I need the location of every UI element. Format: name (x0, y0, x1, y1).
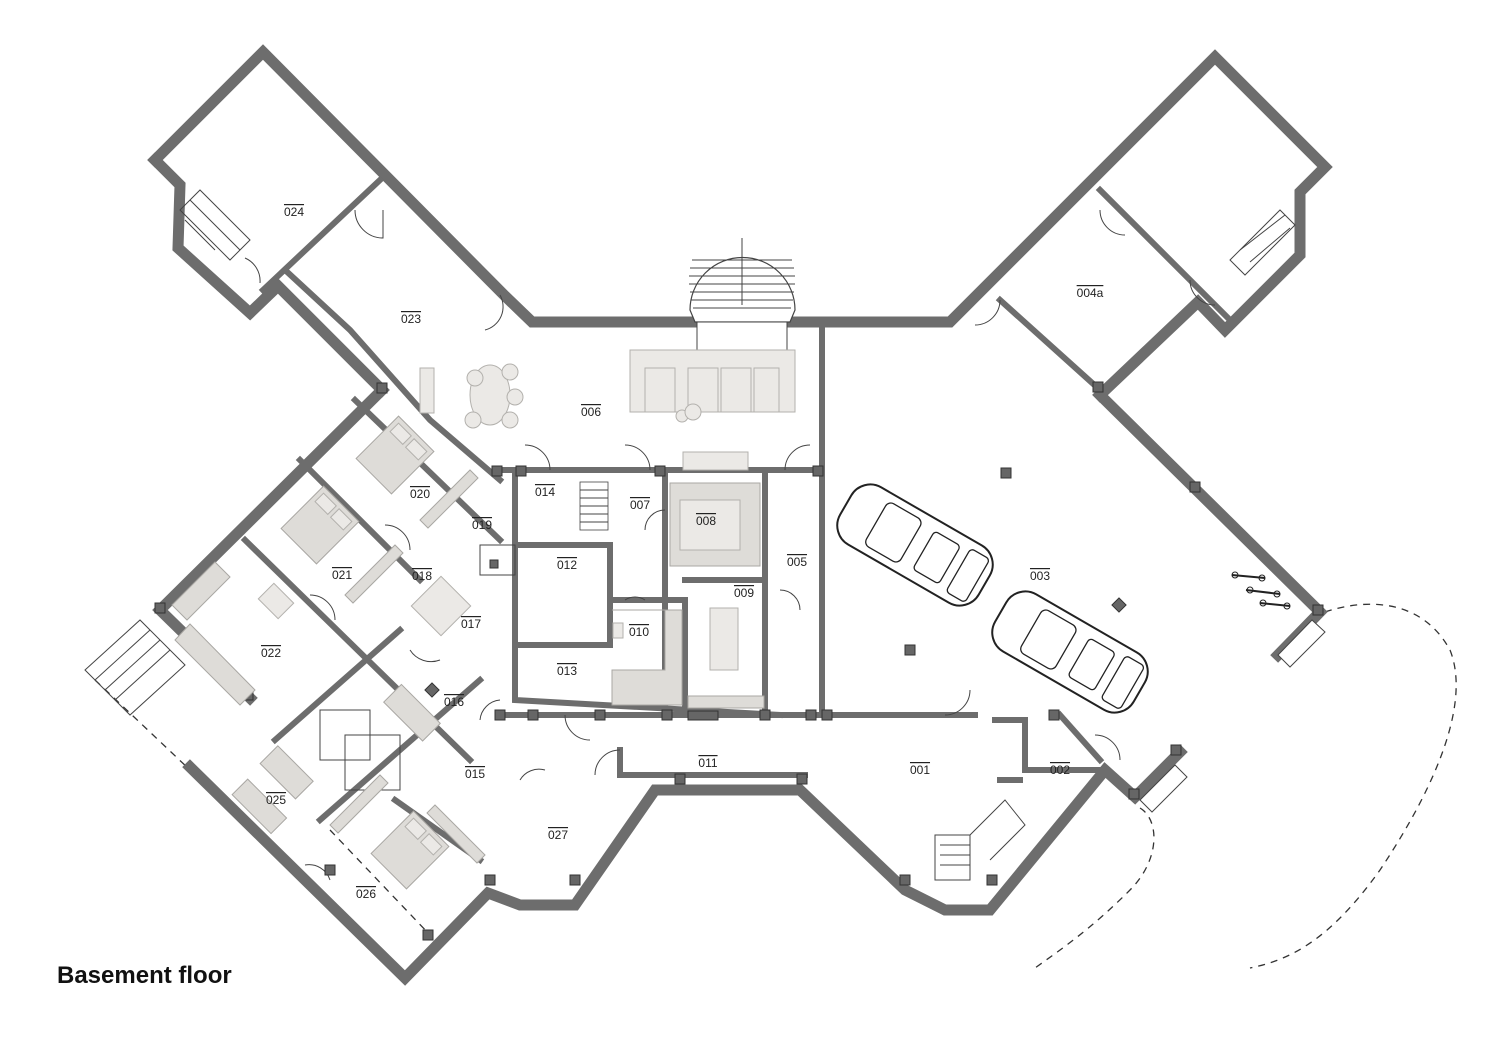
furniture (171, 349, 796, 890)
room-label-014: 014 (535, 485, 555, 499)
room-label-018: 018 (412, 569, 432, 583)
room-label-025: 025 (266, 793, 286, 807)
room-label-019: 019 (472, 518, 492, 532)
room-label-027: 027 (548, 828, 568, 842)
outdoor-paths (94, 603, 1457, 969)
room-label-004a: 004a (1077, 286, 1104, 300)
room-label-003: 003 (1030, 569, 1050, 583)
room-label-024: 024 (284, 205, 304, 219)
room-label-020: 020 (410, 487, 430, 501)
room-label-026: 026 (356, 887, 376, 901)
cars (836, 483, 1149, 714)
entrance-stair (689, 238, 796, 351)
room-label-022: 022 (261, 646, 281, 660)
room-labels: 001 002 003 004a 005 006 007 008 009 010 011 012 013… (261, 205, 1104, 901)
plan-caption: Basement floor (57, 962, 232, 989)
garden-step (1139, 619, 1326, 813)
room-label-007: 007 (630, 498, 650, 512)
room-label-023: 023 (401, 312, 421, 326)
room-label-015: 015 (465, 767, 485, 781)
room-label-016: 016 (444, 695, 464, 709)
bicycles (1231, 571, 1291, 610)
room-label-002: 002 (1050, 763, 1070, 777)
room-label-011: 011 (698, 756, 717, 770)
room-label-013: 013 (557, 664, 577, 678)
room-label-017: 017 (461, 617, 481, 631)
stairs (84, 189, 1296, 881)
doors (244, 209, 1216, 881)
room-label-005: 005 (787, 555, 807, 569)
room-label-006: 006 (581, 405, 601, 419)
room-label-012: 012 (557, 558, 577, 572)
room-label-008: 008 (696, 514, 716, 528)
room-label-010: 010 (629, 625, 649, 639)
room-label-021: 021 (332, 568, 352, 582)
room-label-009: 009 (734, 586, 754, 600)
room-label-001: 001 (910, 763, 930, 777)
